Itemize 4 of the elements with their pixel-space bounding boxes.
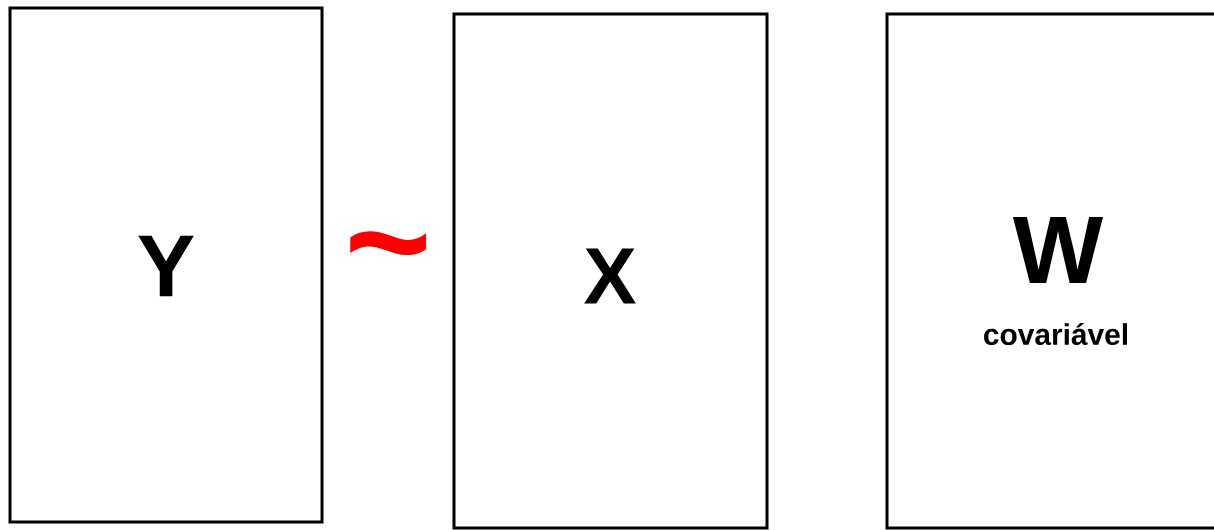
box: Y: [8, 6, 324, 524]
box: X: [452, 12, 769, 530]
box: W covariável: [885, 12, 1214, 530]
tilde-symbol: ~: [350, 231, 427, 255]
